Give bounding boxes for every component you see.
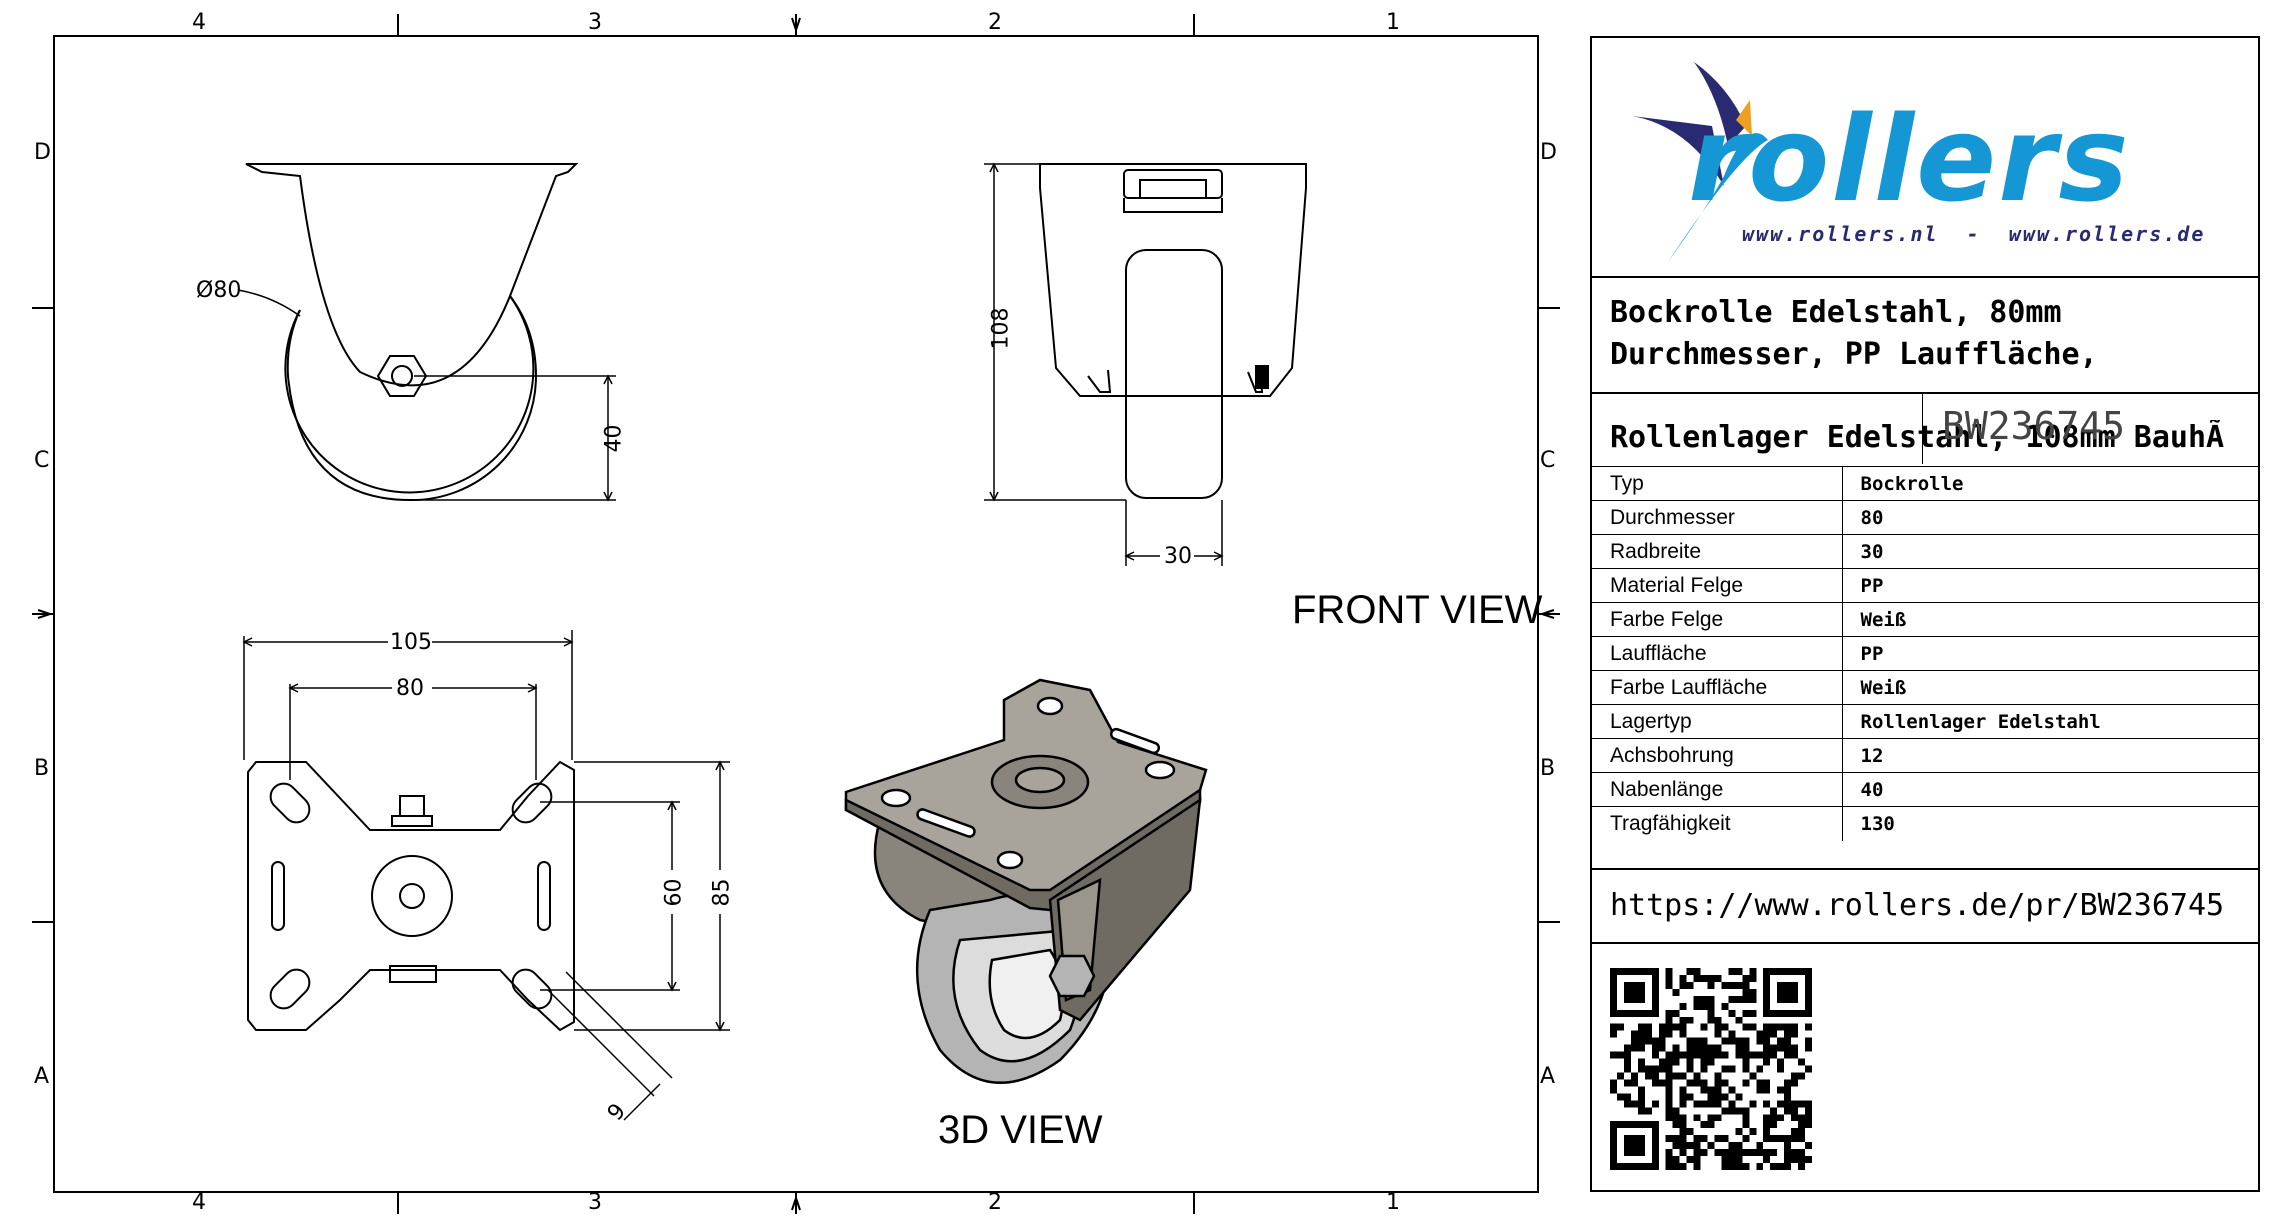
column-label-2: 2	[988, 10, 1002, 35]
column-label-4-bottom: 4	[192, 1190, 206, 1215]
spec-key: Nabenlänge	[1592, 772, 1843, 807]
column-label-3: 3	[588, 10, 602, 35]
logo-urls: www.rollers.nl - www.rollers.de	[1742, 222, 2206, 246]
column-label-2-bottom: 2	[988, 1190, 1002, 1215]
three-d-view	[844, 678, 1208, 1084]
dim-hole-spacing-y: 60	[661, 878, 687, 907]
dim-axle-height: 40	[601, 424, 627, 453]
dim-total-height: 108	[988, 307, 1014, 350]
product-title-line-1: Bockrolle Edelstahl, 80mm	[1610, 295, 2062, 330]
dim-hole-spacing-x: 80	[396, 676, 424, 701]
spec-value: PP	[1842, 636, 2258, 671]
spec-value: 30	[1842, 534, 2258, 569]
row-label-b-right: B	[1540, 756, 1556, 781]
dim-diameter: Ø80	[196, 278, 242, 303]
front-view	[984, 162, 1307, 566]
column-label-1: 1	[1386, 10, 1400, 35]
spec-key: Typ	[1592, 466, 1843, 501]
logo-wordmark: rollers	[1688, 90, 2131, 228]
spec-value: 80	[1842, 500, 2258, 535]
dim-wheel-width: 30	[1164, 544, 1192, 569]
spec-key: Lauffläche	[1592, 636, 1843, 671]
bird-logo-icon	[1632, 62, 1768, 262]
dim-plate-width: 105	[390, 630, 432, 655]
product-title: Bockrolle Edelstahl, 80mm Durchmesser, P…	[1610, 292, 2250, 376]
spec-key: Farbe Felge	[1592, 602, 1843, 637]
article-number: BW236745	[1942, 404, 2126, 448]
logo: rollers www.rollers.nl - www.rollers.de	[1592, 38, 2258, 278]
product-url-row: https://www.rollers.de/pr/BW236745	[1592, 868, 2258, 944]
article-divider	[1922, 394, 1923, 464]
front-view-label: FRONT VIEW	[1292, 588, 1543, 632]
spec-key: Lagertyp	[1592, 704, 1843, 739]
spec-key: Material Felge	[1592, 568, 1843, 603]
dim-plate-depth: 85	[709, 878, 735, 907]
row-label-c: C	[34, 448, 50, 473]
product-url: https://www.rollers.de/pr/BW236745	[1610, 888, 2225, 923]
spec-key: Farbe Lauffläche	[1592, 670, 1843, 705]
spec-key: Tragfähigkeit	[1592, 806, 1843, 841]
product-title-line-3: Rollenlager Edelstahl, 108mm BauhÃ	[1610, 420, 2225, 455]
spec-value: 12	[1842, 738, 2258, 773]
column-label-3-bottom: 3	[588, 1190, 602, 1215]
row-label-b: B	[34, 756, 50, 781]
title-divider	[1592, 392, 2258, 394]
column-label-4: 4	[192, 10, 206, 35]
row-label-a: A	[34, 1064, 50, 1089]
product-title-line-2: Durchmesser, PP Lauffläche,	[1610, 337, 2098, 372]
three-d-view-label: 3D VIEW	[938, 1108, 1103, 1152]
spec-value: Rollenlager Edelstahl	[1842, 704, 2258, 739]
title-block: rollers www.rollers.nl - www.rollers.de …	[1590, 36, 2260, 1192]
spec-value: Bockrolle	[1842, 466, 2258, 501]
row-label-c-right: C	[1540, 448, 1556, 473]
row-label-d-right: D	[1540, 140, 1557, 165]
top-view	[242, 630, 730, 1121]
spec-value: Weiß	[1842, 602, 2258, 637]
spec-value: 40	[1842, 772, 2258, 807]
spec-key: Durchmesser	[1592, 500, 1843, 535]
spec-key: Radbreite	[1592, 534, 1843, 569]
qr-code	[1610, 968, 1812, 1170]
spec-key: Achsbohrung	[1592, 738, 1843, 773]
row-label-a-right: A	[1540, 1064, 1556, 1089]
spec-value: PP	[1842, 568, 2258, 603]
spec-value: 130	[1842, 806, 2258, 841]
spec-value: Weiß	[1842, 670, 2258, 705]
column-label-1-bottom: 1	[1386, 1190, 1400, 1215]
row-label-d: D	[34, 140, 51, 165]
side-view	[237, 163, 616, 502]
